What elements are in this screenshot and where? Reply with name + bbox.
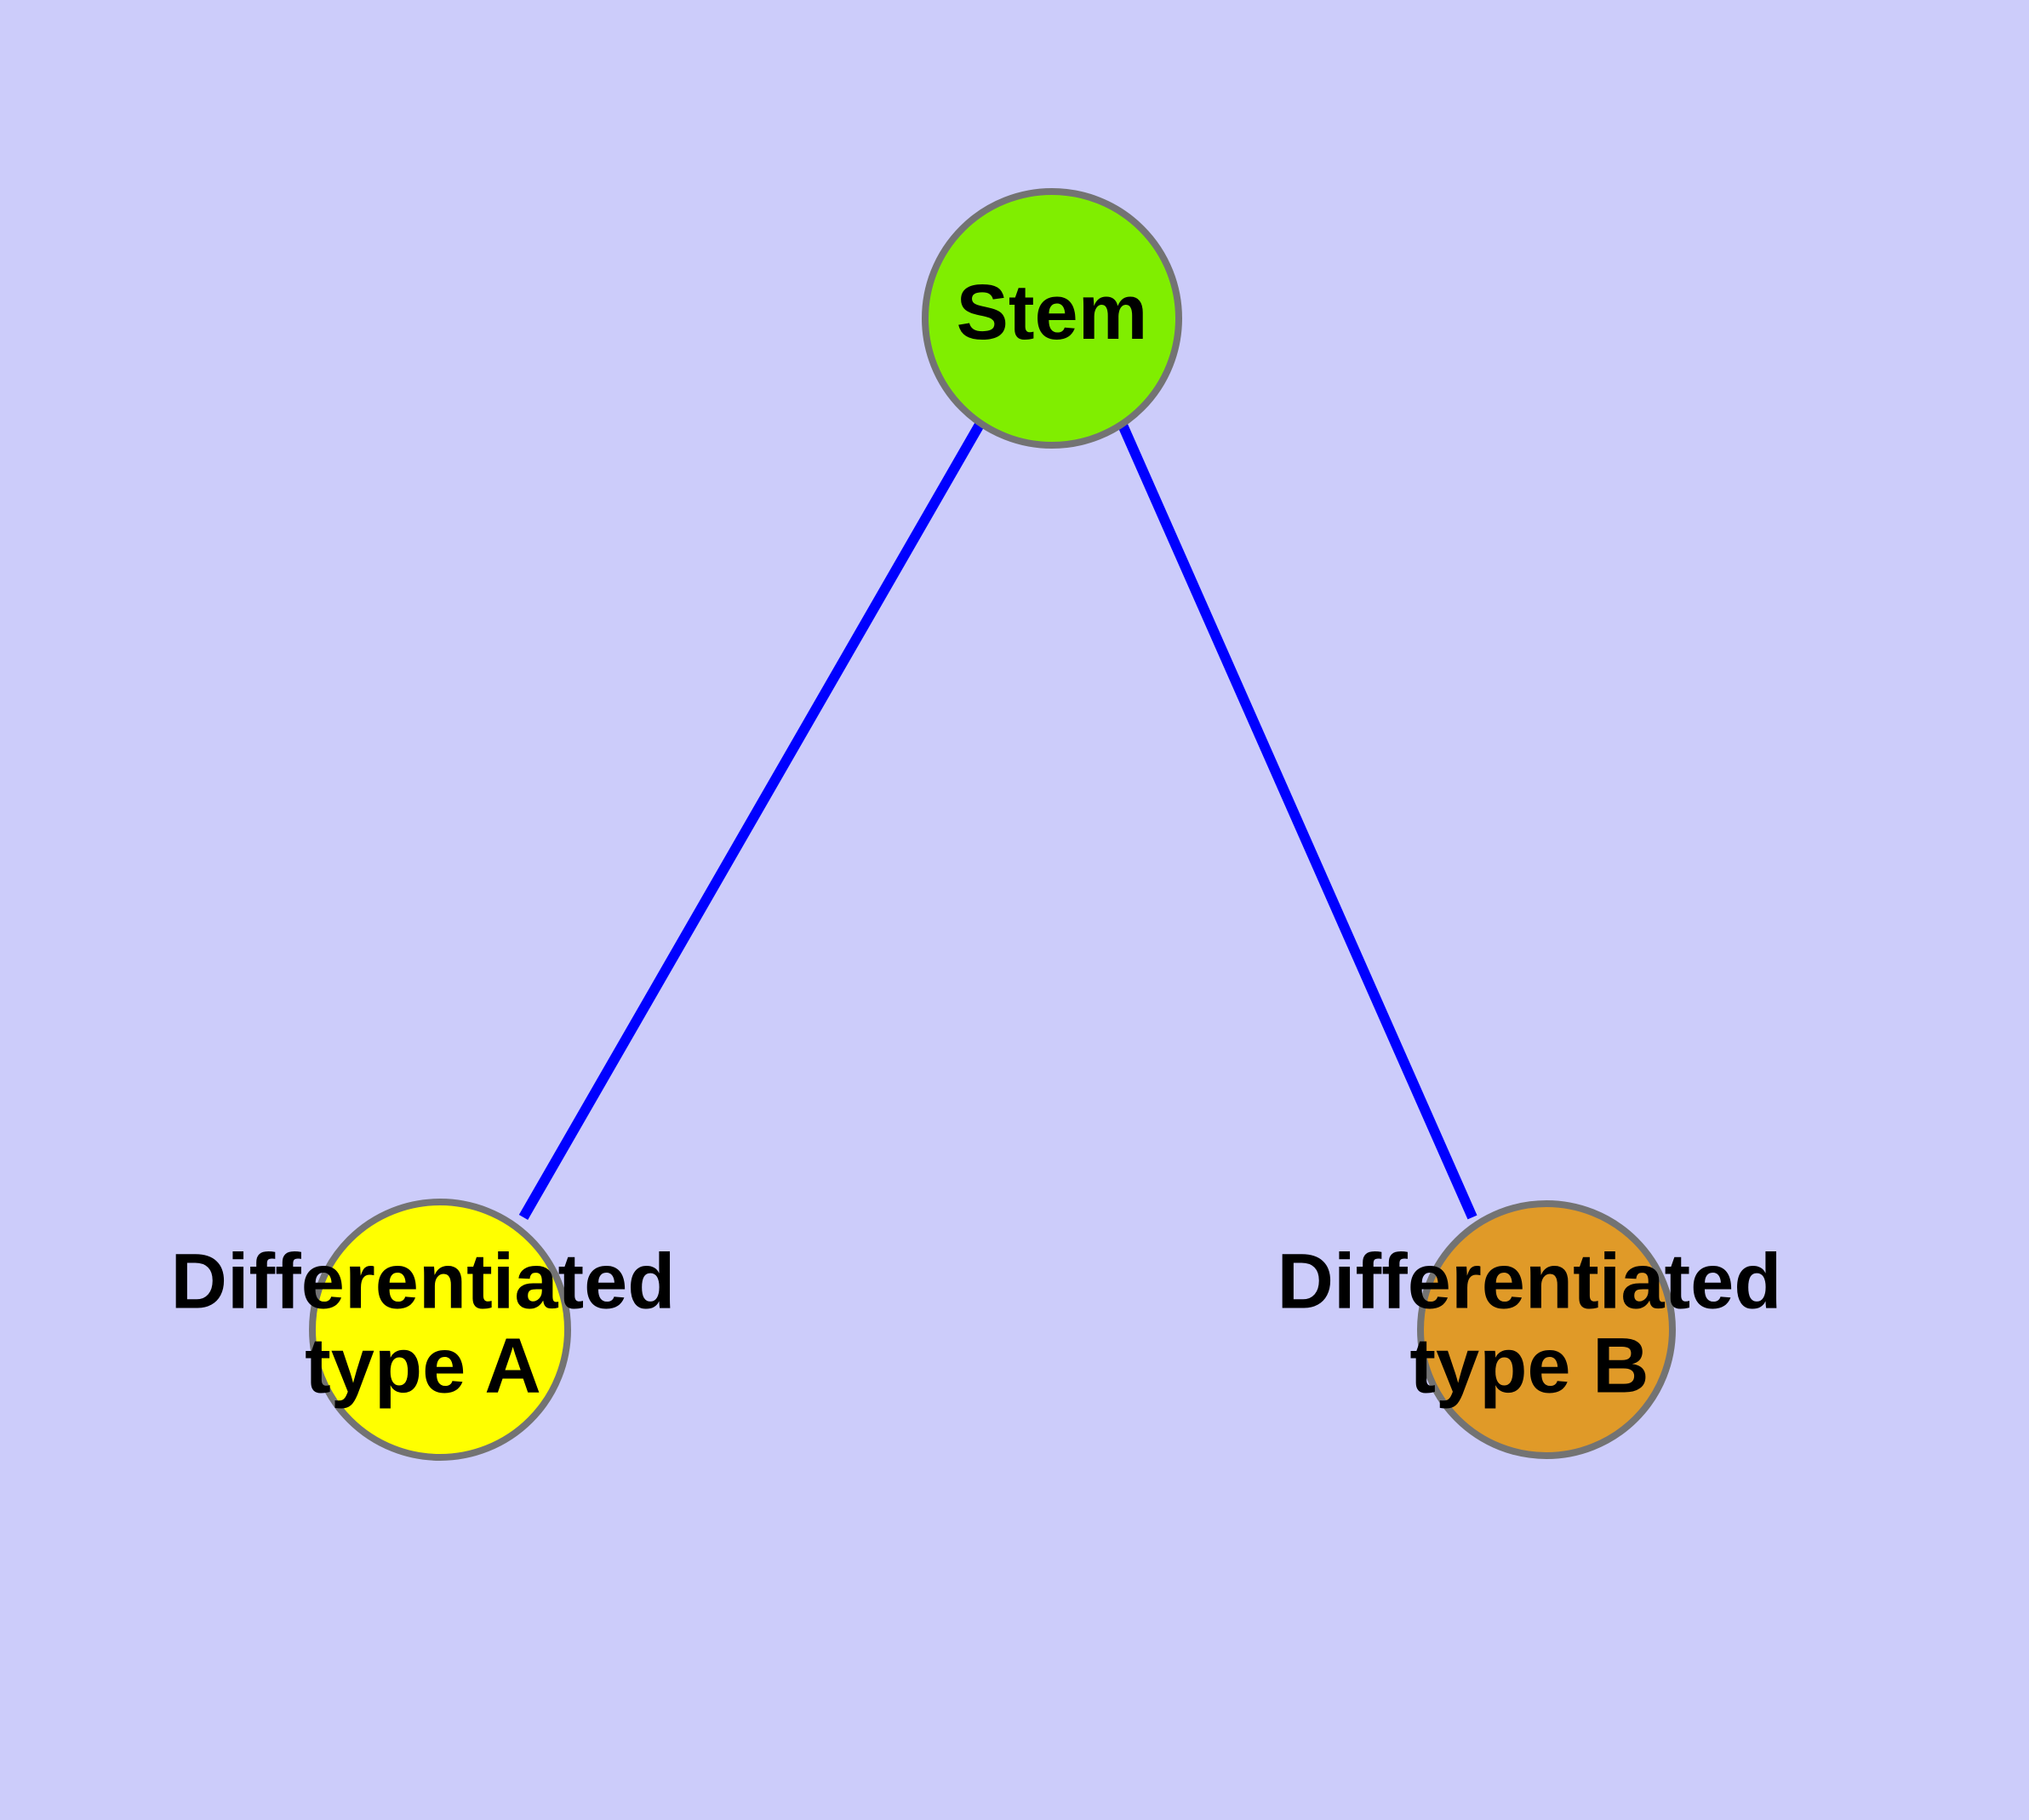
edges-layer [518, 421, 1477, 1220]
nodes-layer [309, 188, 1676, 1461]
edge-stem-to-diff-a [518, 421, 986, 1220]
node-label-line: Stem [957, 269, 1148, 356]
node-stem[interactable] [922, 188, 1182, 449]
node-label-line: type B [1409, 1323, 1649, 1410]
node-label-stem: Stem [957, 269, 1148, 356]
node-diff-b[interactable] [1417, 1200, 1676, 1459]
node-label-line: Differentiated [1277, 1239, 1782, 1325]
edge-stem-to-diff-b [1117, 421, 1477, 1220]
node-label-line: type A [305, 1323, 541, 1410]
node-diff-a[interactable] [309, 1199, 571, 1461]
node-label-line: Differentiated [171, 1239, 676, 1325]
